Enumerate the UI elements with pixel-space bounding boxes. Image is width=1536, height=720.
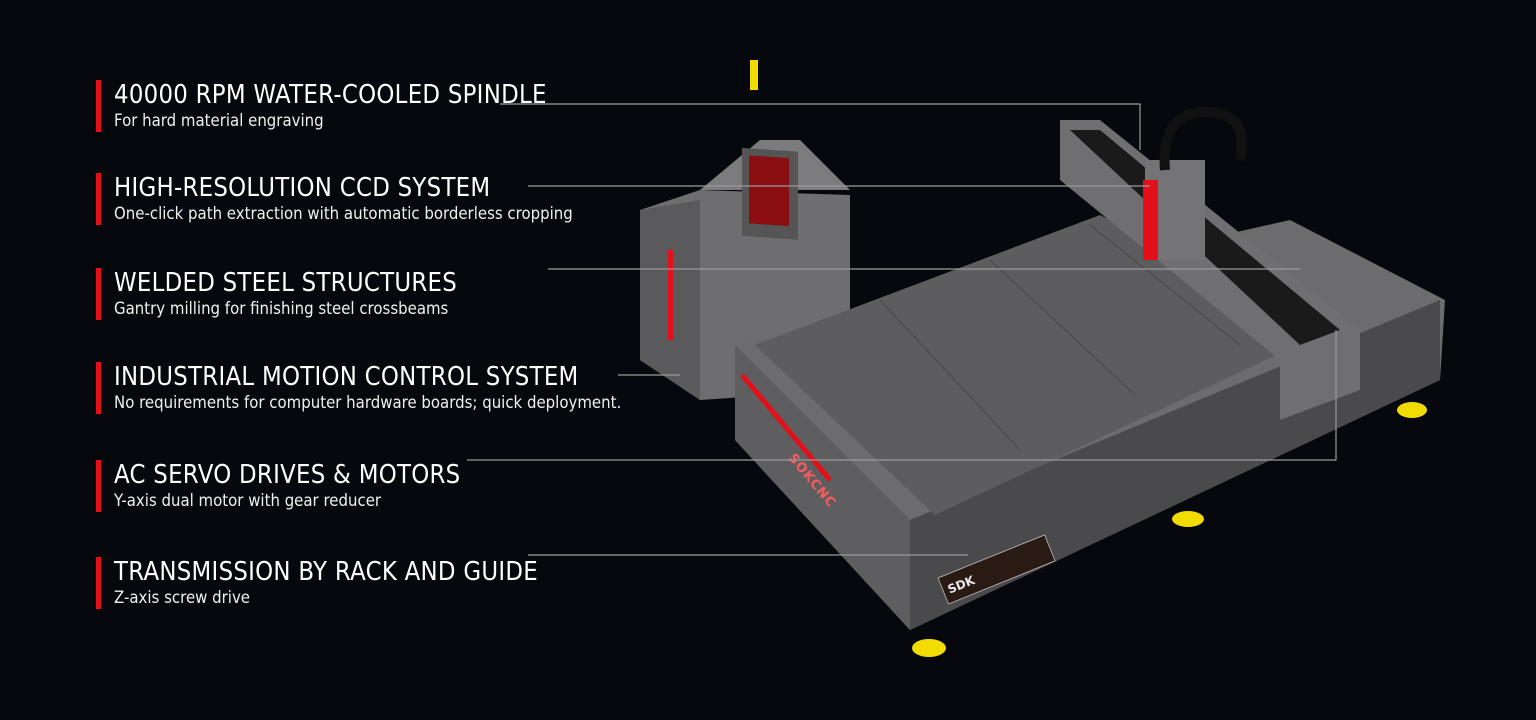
feature-ccd: HIGH-RESOLUTION CCD SYSTEM One-click pat… — [96, 173, 635, 225]
feature-subtitle: Y-axis dual motor with gear reducer — [114, 491, 382, 511]
feature-motion-control: INDUSTRIAL MOTION CONTROL SYSTEM No requ… — [96, 362, 690, 414]
feature-subtitle: Z-axis screw drive — [114, 588, 251, 608]
feature-spindle: 40000 RPM WATER-COOLED SPINDLE For hard … — [96, 80, 606, 132]
feature-subtitle: No requirements for computer hardware bo… — [114, 393, 622, 413]
nameplate: SDK — [937, 534, 1056, 605]
machine-feet — [912, 402, 1427, 657]
feature-title: WELDED STEEL STRUCTURES — [114, 268, 458, 298]
feature-title: INDUSTRIAL MOTION CONTROL SYSTEM — [114, 362, 579, 392]
leader-lines — [467, 103, 1337, 556]
feature-title: AC SERVO DRIVES & MOTORS — [114, 460, 461, 490]
feature-subtitle: Gantry milling for finishing steel cross… — [114, 299, 449, 319]
feature-steel: WELDED STEEL STRUCTURES Gantry milling f… — [96, 268, 504, 320]
feature-title: HIGH-RESOLUTION CCD SYSTEM — [114, 173, 491, 203]
feature-subtitle: One-click path extraction with automatic… — [114, 204, 573, 224]
gantry — [1060, 106, 1360, 420]
machine-bed: SOKCNC SDK — [735, 215, 1445, 630]
feature-transmission: TRANSMISSION BY RACK AND GUIDE Z-axis sc… — [96, 557, 596, 609]
control-cabinet — [640, 60, 850, 400]
feature-servo: AC SERVO DRIVES & MOTORS Y-axis dual mot… — [96, 460, 508, 512]
feature-title: TRANSMISSION BY RACK AND GUIDE — [114, 557, 538, 587]
feature-title: 40000 RPM WATER-COOLED SPINDLE — [114, 80, 547, 110]
feature-subtitle: For hard material engraving — [114, 111, 324, 131]
